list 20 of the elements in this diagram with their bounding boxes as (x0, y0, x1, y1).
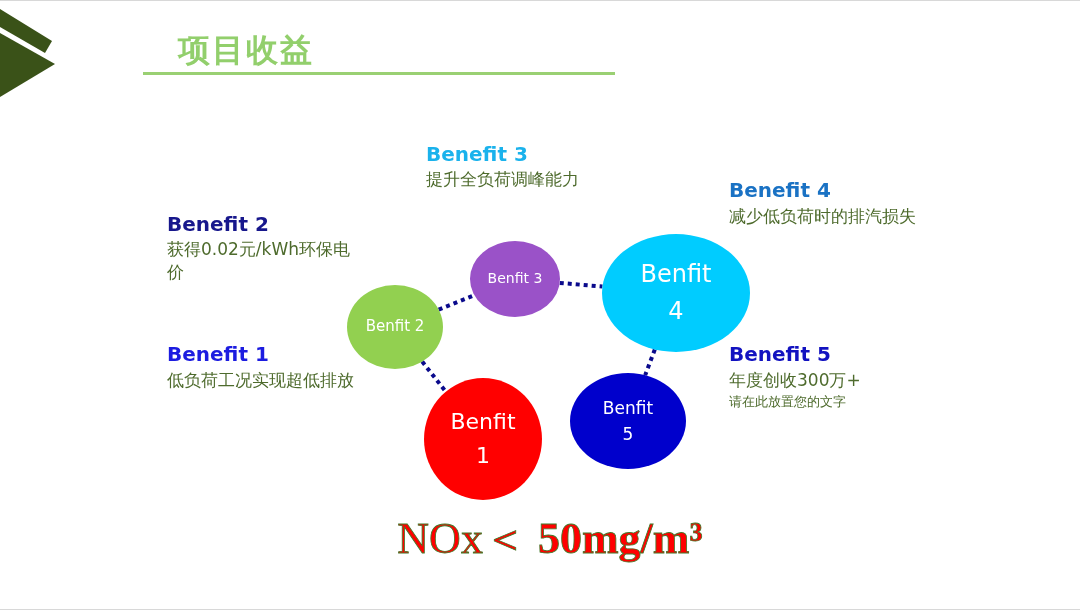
benefit-heading: Benefit 2 (167, 211, 270, 238)
benefit-description: 年度创收300万+ (729, 369, 862, 392)
dotted-connector (559, 280, 603, 289)
benefit-circle: Benfit 2 (347, 285, 443, 369)
benefit-heading: Benefit 1 (167, 341, 270, 368)
benefit-heading: Benefit 3 (426, 141, 529, 168)
benefit-note: 请在此放置您的文字 (729, 393, 847, 411)
dotted-connector (643, 348, 657, 376)
benefit-circle: Benfit 1 (424, 378, 542, 500)
benefit-description: 低负荷工况实现超低排放 (167, 369, 355, 392)
dotted-connector (420, 360, 448, 393)
page-title: 项目收益 (178, 30, 314, 71)
benefit-circle: Benfit 3 (470, 241, 560, 317)
benefit-description: 提升全负荷调峰能力 (426, 168, 580, 191)
benefit-description: 减少低负荷时的排汽损失 (729, 205, 917, 228)
benefit-description: 获得0.02元/kWh环保电价 (167, 238, 351, 284)
emission-limit-text: NOx＜ 50mg/m³ (396, 513, 704, 565)
benefit-circle: Benfit 5 (570, 373, 686, 469)
benefit-heading: Benefit 4 (729, 177, 832, 204)
dotted-connector (437, 293, 476, 312)
